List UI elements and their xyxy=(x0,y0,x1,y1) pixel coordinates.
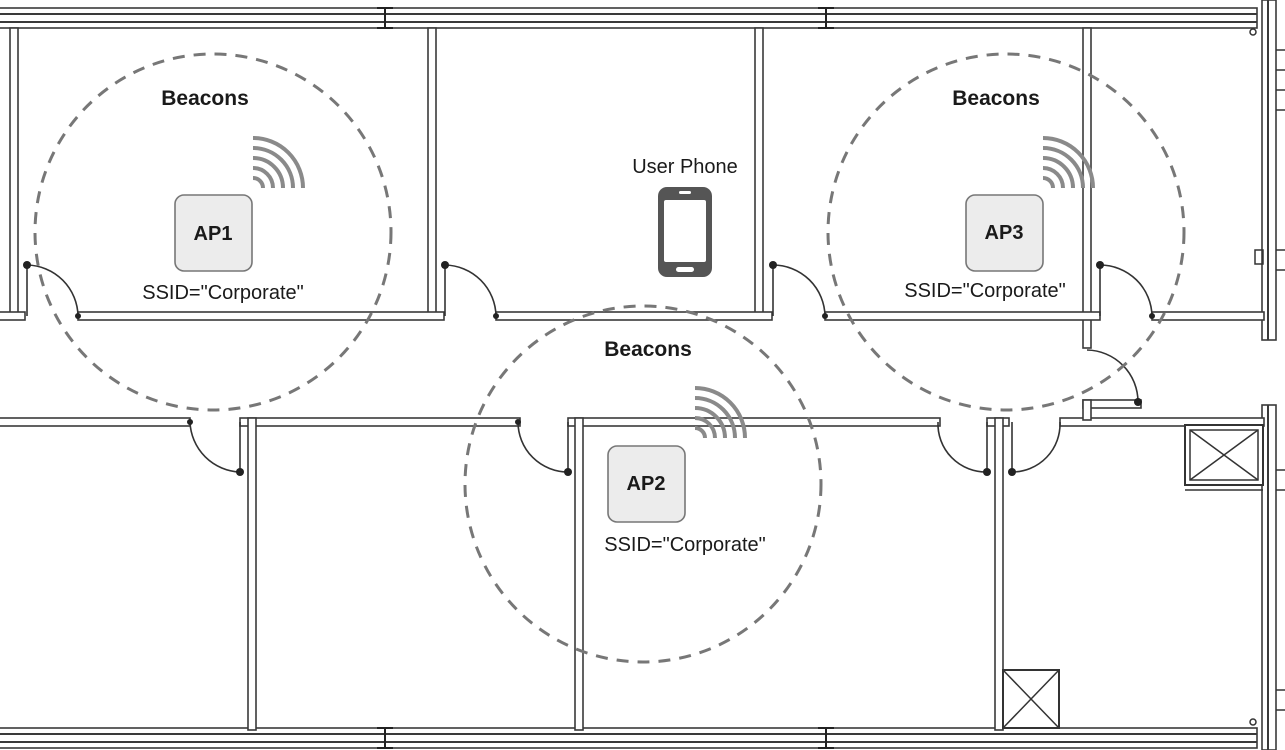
ap1-signal-icon xyxy=(252,136,305,189)
ap1-ssid-label: SSID="Corporate" xyxy=(142,282,304,304)
user-phone-label: User Phone xyxy=(632,156,738,178)
ap3-label: AP3 xyxy=(985,222,1024,244)
ap2-signal-icon xyxy=(694,386,747,439)
smartphone-icon xyxy=(658,187,712,277)
ap2-ssid-label: SSID="Corporate" xyxy=(604,534,766,556)
access-point-2-group: Beacons AP2 SSID="Corporate" xyxy=(463,304,823,664)
ap3-beacons-label: Beacons xyxy=(952,87,1040,110)
access-point-1-group: Beacons AP1 SSID="Corporate" xyxy=(33,52,393,412)
ap2-range-circle xyxy=(463,304,823,664)
ap1-beacons-label: Beacons xyxy=(161,87,249,110)
ap1-range-circle xyxy=(33,52,393,412)
ap1-label: AP1 xyxy=(194,223,233,245)
access-point-3-group: Beacons AP3 SSID="Corporate" xyxy=(826,52,1186,412)
ap3-device-box xyxy=(965,194,1044,272)
user-phone-group: User Phone xyxy=(632,156,738,277)
ap3-signal-icon xyxy=(1042,136,1095,189)
ap3-range-circle xyxy=(826,52,1186,412)
ap1-device-box xyxy=(174,194,253,272)
ap2-beacons-label: Beacons xyxy=(604,338,692,361)
ap3-ssid-label: SSID="Corporate" xyxy=(904,280,1066,302)
ap2-label: AP2 xyxy=(627,473,666,495)
ap2-device-box xyxy=(607,445,686,523)
doors xyxy=(23,261,1155,476)
